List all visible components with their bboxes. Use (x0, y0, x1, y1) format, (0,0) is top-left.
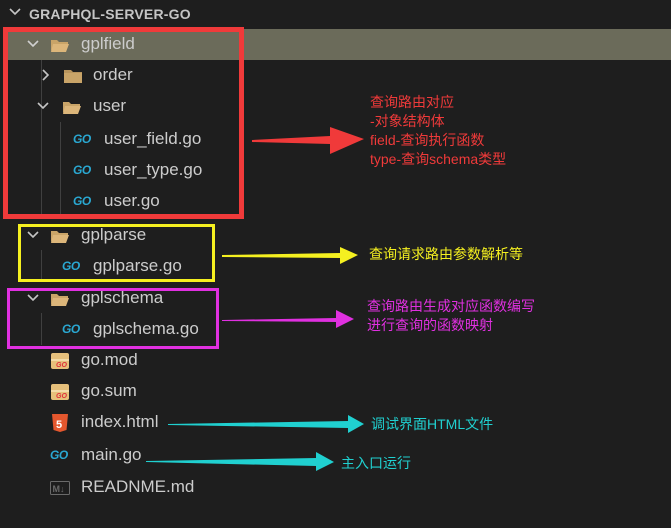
tree-item-gplfield[interactable]: gplfield (8, 29, 671, 60)
magenta-arrow-icon (222, 310, 354, 328)
tree-item-index-html[interactable]: 5 index.html (0, 407, 671, 438)
tree-item-readme-md[interactable]: M↓ READNME.md (0, 472, 671, 503)
magenta-highlight-box (7, 288, 219, 349)
cyan-arrow-icon (168, 415, 364, 433)
tree-item-label: user.go (104, 191, 160, 210)
tree-item-label: gplschema (81, 288, 164, 307)
chevron-down-icon (27, 231, 39, 239)
go-file-icon: GO (73, 163, 91, 177)
folder-open-icon (63, 102, 81, 114)
svg-text:M↓: M↓ (53, 484, 65, 494)
tree-item-user-type-go[interactable]: GO user_type.go (0, 155, 671, 186)
tree-item-label: user_field.go (104, 129, 202, 148)
tree-item-user-go[interactable]: GO user.go (0, 186, 671, 217)
tree-item-label: go.mod (81, 350, 138, 369)
tree-item-label: index.html (81, 412, 159, 431)
red-highlight-box (3, 27, 244, 219)
go-file-icon: GO (50, 448, 68, 462)
folder-open-icon (51, 40, 69, 52)
cyan-arrow-icon (146, 452, 334, 471)
explorer-title: GRAPHQL-SERVER-GO (29, 6, 191, 22)
tree-item-go-mod[interactable]: GO go.mod (0, 345, 671, 376)
indent-guide (60, 122, 61, 216)
svg-text:GO: GO (56, 393, 67, 400)
chevron-down-icon (27, 40, 39, 48)
html5-icon: 5 (52, 414, 68, 432)
tree-item-label: main.go (81, 445, 142, 464)
chevron-right-icon (42, 69, 50, 81)
red-arrow-icon (252, 127, 364, 154)
tree-item-label: go.sum (81, 381, 137, 400)
tree-item-user-field-go[interactable]: GO user_field.go (0, 124, 671, 155)
go-file-icon: GO (62, 259, 80, 273)
yellow-highlight-box (18, 224, 215, 282)
tree-item-label: gplfield (81, 34, 135, 53)
tree-item-label: gplparse (81, 225, 147, 244)
go-mod-icon: GO (51, 353, 69, 369)
tree-item-go-sum[interactable]: GO go.sum (0, 376, 671, 407)
tree-item-gplparse-go[interactable]: GO gplparse.go (0, 251, 671, 282)
main-go-annotation: 主入口运行 (341, 455, 411, 471)
tree-item-label: user_type.go (104, 160, 203, 179)
indent-guide (41, 313, 42, 345)
gplschema-annotation: 查询路由生成对应函数编写 进行查询的函数映射 (367, 298, 535, 333)
indent-guide (41, 250, 42, 280)
go-file-icon: GO (62, 322, 80, 336)
svg-text:GO: GO (56, 362, 67, 369)
folder-open-icon (51, 231, 69, 243)
svg-text:5: 5 (56, 419, 62, 431)
explorer-header[interactable]: GRAPHQL-SERVER-GO (0, 0, 671, 28)
chevron-down-icon (27, 294, 39, 302)
tree-item-gplparse[interactable]: gplparse (0, 220, 671, 251)
tree-item-gplschema-go[interactable]: GO gplschema.go (0, 314, 671, 345)
tree-item-label: gplparse.go (93, 256, 182, 275)
tree-item-label: user (93, 96, 127, 115)
go-file-icon: GO (73, 194, 91, 208)
folder-icon (64, 70, 82, 83)
chevron-down-icon (37, 102, 49, 110)
tree-item-order[interactable]: order (0, 60, 671, 91)
tree-item-gplschema[interactable]: gplschema (0, 283, 671, 314)
tree-item-user[interactable]: user (0, 91, 671, 122)
gplfield-annotation: 查询路由对应 -对象结构体 field-查询执行函数 type-查询schema… (370, 94, 507, 167)
tree-item-label: order (93, 65, 133, 84)
tree-item-main-go[interactable]: GO main.go (0, 440, 671, 471)
markdown-icon: M↓ (50, 481, 70, 495)
index-html-annotation: 调试界面HTML文件 (371, 416, 494, 432)
gplparse-annotation: 查询请求路由参数解析等 (369, 246, 523, 262)
tree-item-label: READNME.md (81, 477, 195, 496)
go-mod-icon: GO (51, 384, 69, 400)
yellow-arrow-icon (222, 247, 358, 264)
go-file-icon: GO (73, 132, 91, 146)
folder-open-icon (51, 294, 69, 306)
indent-guide (41, 59, 42, 216)
tree-item-label: gplschema.go (93, 319, 199, 338)
chevron-down-icon (9, 8, 21, 16)
